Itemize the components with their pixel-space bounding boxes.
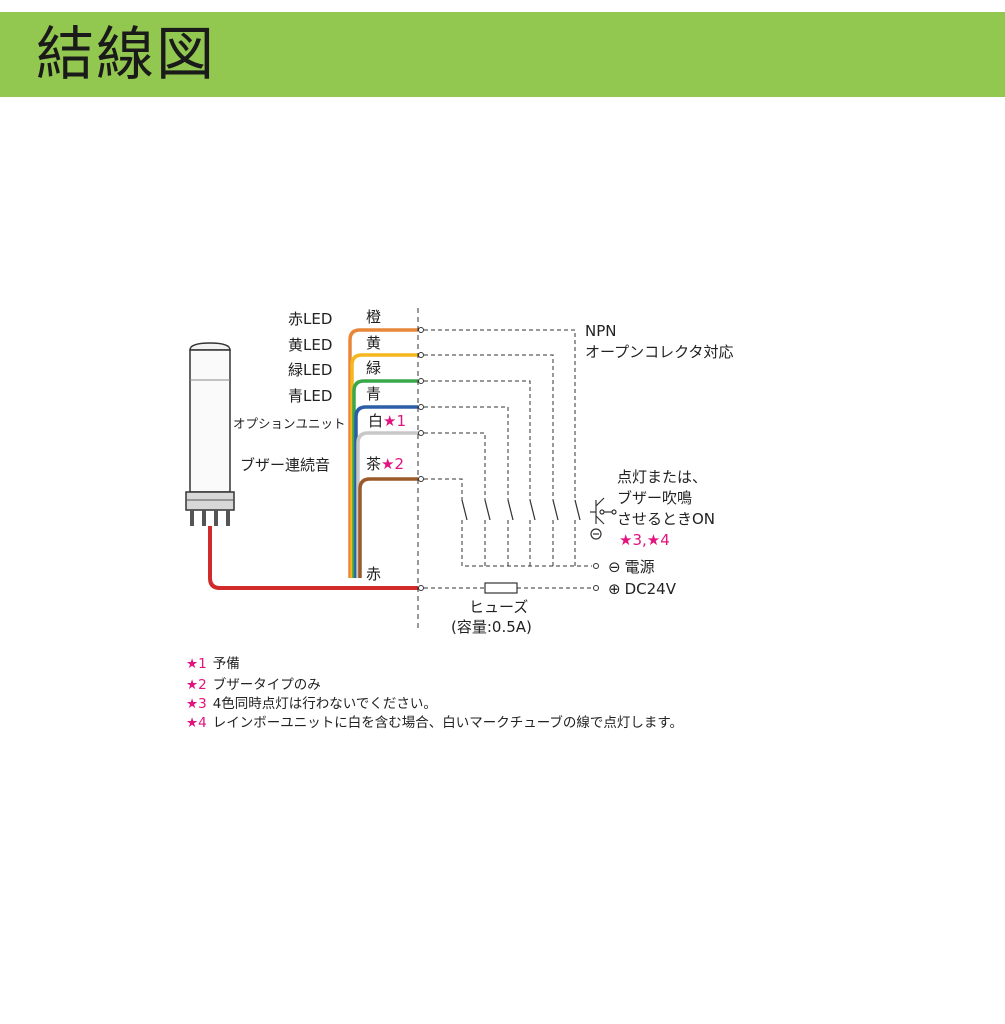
- power-plus-label: DC24V: [625, 580, 677, 598]
- note-mark: ★2: [186, 677, 207, 693]
- cable-bundle: [208, 328, 418, 590]
- terminals: [418, 327, 424, 591]
- power-minus-label-group: ⊖電源: [608, 558, 655, 576]
- note-3: ★3 4色同時点灯は行わないでください。: [186, 695, 437, 712]
- fuse-label: ヒューズ: [469, 598, 528, 616]
- note-mark: ★3: [186, 696, 207, 712]
- header-bar: 結線図: [0, 12, 1005, 97]
- wire-color-label: 赤: [366, 565, 381, 583]
- npn-label: オープンコレクタ対応: [585, 343, 734, 361]
- wire-color-label-group: 白★1: [368, 412, 406, 430]
- minus-symbol: ⊖: [608, 558, 621, 576]
- function-label: ブザー連続音: [240, 456, 330, 474]
- switch-note: ブザー吹鳴: [617, 489, 692, 507]
- function-label: 赤LED: [288, 310, 332, 328]
- fuse-capacity-label: (容量:0.5A): [451, 618, 532, 636]
- wire-color-label: 白: [368, 412, 383, 430]
- note-text: 4色同時点灯は行わないでください。: [213, 695, 437, 712]
- transistor-icon: [590, 497, 617, 540]
- wire-color-label: 緑: [366, 359, 381, 377]
- power-minus-label: 電源: [625, 558, 655, 576]
- function-label: オプションユニット: [233, 416, 346, 431]
- switch-note: 点灯または、: [617, 468, 707, 486]
- wire-color-label: 青: [366, 385, 381, 403]
- function-label: 青LED: [288, 387, 332, 405]
- fuse-icon: [484, 582, 518, 594]
- note-mark: ★1: [186, 656, 207, 672]
- note-text: ブザータイプのみ: [213, 676, 321, 693]
- function-label: 緑LED: [288, 361, 332, 379]
- signal-tower-icon: [185, 342, 235, 526]
- switch-note: させるときON: [617, 510, 715, 528]
- note-text: 予備: [213, 656, 240, 672]
- note-1: ★1 予備: [186, 656, 240, 672]
- note-mark: ★4: [186, 715, 207, 731]
- page-title: 結線図: [36, 20, 217, 88]
- power-minus-terminal: [593, 563, 599, 569]
- switch-icons: [461, 499, 581, 521]
- note-4: ★4 レインボーユニットに白を含む場合、白いマークチューブの線で点灯します。: [186, 714, 683, 731]
- switch-note-stars: ★3,★4: [619, 531, 670, 549]
- wire-color-label: 茶: [366, 455, 381, 473]
- star-mark: ★2: [381, 455, 404, 473]
- npn-label: NPN: [585, 322, 617, 340]
- plus-symbol: ⊕: [608, 580, 621, 598]
- power-plus-terminal: [593, 585, 599, 591]
- dashed-routing: [424, 329, 592, 589]
- wire-color-label-group: 茶★2: [366, 455, 404, 473]
- note-text: レインボーユニットに白を含む場合、白いマークチューブの線で点灯します。: [213, 714, 683, 731]
- star-mark: ★1: [383, 412, 406, 430]
- note-2: ★2 ブザータイプのみ: [186, 676, 321, 693]
- function-label: 黄LED: [288, 336, 332, 354]
- power-plus-label-group: ⊕DC24V: [608, 580, 677, 598]
- wire-color-label: 橙: [366, 308, 381, 326]
- wire-color-label: 黄: [366, 334, 381, 352]
